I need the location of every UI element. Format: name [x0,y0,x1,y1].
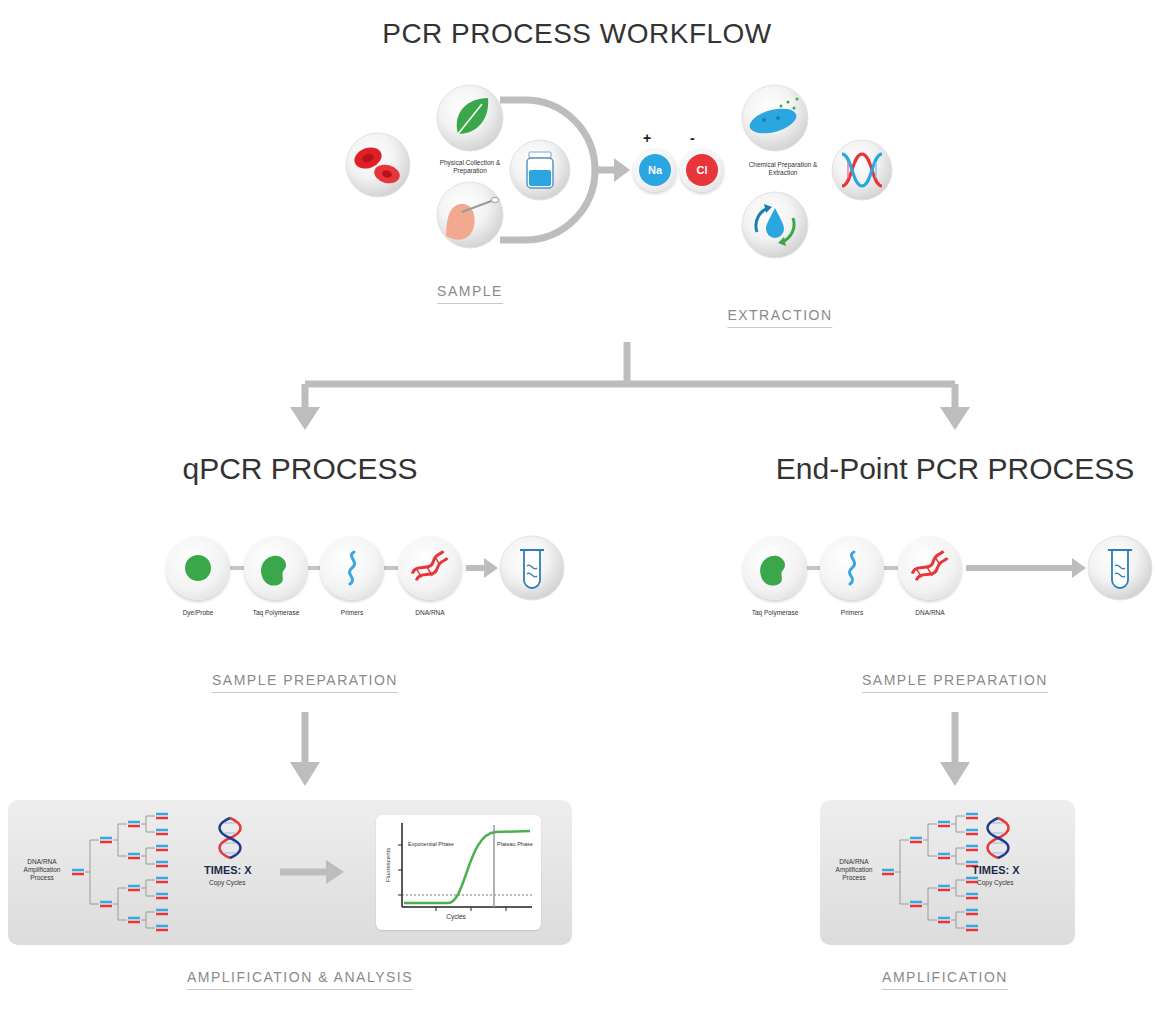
reagent-circle: Taq Polymerase [244,536,308,600]
process-heading: End-Point PCR PROCESS [776,452,1134,486]
section-label: SAMPLE PREPARATION [862,672,1048,693]
water-circle [742,192,808,258]
node-text: + [643,130,651,146]
bacterium-circle [742,85,808,151]
node-text: DNA/RNA [415,609,444,616]
node-text: Primers [841,609,863,616]
node-text: Fluorescents [385,848,393,882]
tube-circle [500,536,564,600]
node-text: Taq Polymerase [752,609,799,616]
reagent-circle: Primers [820,536,884,600]
step-caption: Chemical Preparation & Extraction [748,161,818,177]
dna-circle [832,140,892,200]
node-illustration [376,815,541,930]
diagram-title: PCR PROCESS WORKFLOW [382,18,772,50]
node-illustration [166,536,230,600]
reagent-circle: DNA/RNA [398,536,462,600]
node-text: TIMES: X [972,864,1020,878]
vial-circle [510,140,570,200]
node-text: Cycles [446,913,466,921]
ion-circle: -Cl [680,148,724,192]
node-text: DNA/RNA [915,609,944,616]
amplification-panel: DNA/RNA Amplification Process TIMES: XCop… [820,800,1075,945]
swab-circle [437,182,503,248]
connector-line [230,566,244,570]
node-text: - [690,130,695,146]
node-illustration [898,536,962,600]
section-label: SAMPLE [437,283,503,304]
reagent-circle: Dye/Probe [166,536,230,600]
process-heading: qPCR PROCESS [182,452,417,486]
node-illustration [743,536,807,600]
node-illustration [398,536,462,600]
connector-line [384,566,398,570]
node-illustration [820,536,884,600]
node-text: Primers [341,609,363,616]
reagent-circle: Taq Polymerase [743,536,807,600]
node-text: DNA/RNA Amplification Process [826,858,882,882]
node-text: Copy Cycles [209,879,245,887]
connector-line [308,566,320,570]
fluorescence-chart: Exponential Phase Plateau PhaseFluorescen… [376,815,541,930]
bracket [500,100,595,240]
amplification-panel: DNA/RNA Amplification Process TIMES: XCop… [8,800,572,945]
section-label: SAMPLE PREPARATION [212,672,398,693]
node-text: Na [648,164,662,176]
blood-circle [346,133,410,197]
node-illustration [320,536,384,600]
connector-line [884,566,898,570]
reagent-circle: DNA/RNA [898,536,962,600]
node-illustration [244,536,308,600]
section-label: EXTRACTION [727,307,832,328]
ion-circle: +Na [633,148,677,192]
section-label: AMPLIFICATION [882,969,1008,990]
node-text: DNA/RNA Amplification Process [14,858,70,882]
node-text: Exponential Phase [408,841,454,848]
node-text: Dye/Probe [183,609,214,616]
tube-circle [1088,536,1152,600]
leaf-circle [437,85,503,151]
node-text: TIMES: X [204,864,252,878]
step-caption: Physical Collection & Preparation [439,159,501,175]
branch-arrows [290,342,970,786]
section-label: AMPLIFICATION & ANALYSIS [187,969,413,990]
node-text: Cl [697,164,708,176]
arrow-head [614,158,630,182]
node-text: Taq Polymerase [253,609,300,616]
reagent-circle: Primers [320,536,384,600]
node-text: Plateau Phase [497,841,533,848]
node-text: Copy Cycles [977,879,1013,887]
connector-line [807,566,820,570]
arrow-shaft [595,167,617,174]
